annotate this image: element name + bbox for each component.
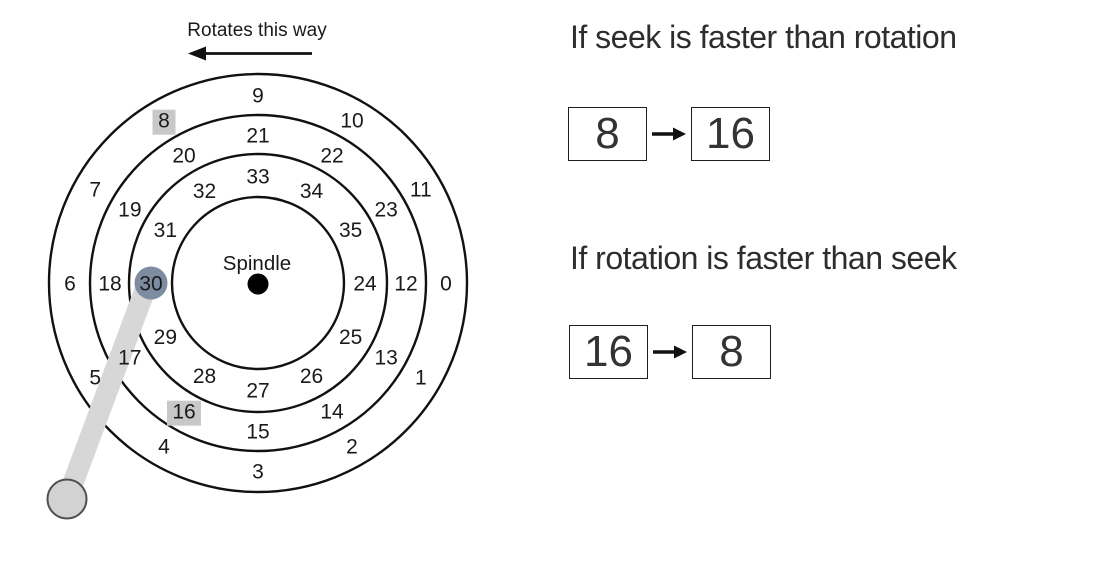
sector-label-13: 13: [374, 347, 397, 370]
case-seek-from-box: 8: [568, 107, 647, 161]
sector-label-26: 26: [300, 365, 323, 388]
case-rotation-transition: 16 8: [569, 325, 771, 379]
sector-label-3: 3: [252, 461, 264, 484]
sector-label-31: 31: [154, 219, 177, 242]
disk-diagram: Rotates this way Spindle 012345678910111…: [46, 20, 469, 520]
case-seek-from-value: 8: [595, 109, 620, 158]
case-rotation-to-value: 8: [719, 327, 744, 376]
track-circle-3: [127, 152, 389, 414]
arrow-right-icon: [647, 125, 691, 143]
sector-label-8: 8: [158, 110, 170, 133]
rotation-direction-label: Rotates this way: [187, 20, 327, 41]
case-rotation-to-box: 8: [692, 325, 771, 379]
sector-label-23: 23: [374, 199, 397, 222]
disk-arm-pivot: [46, 478, 88, 520]
sector-label-0: 0: [440, 273, 452, 296]
sector-label-5: 5: [89, 367, 101, 390]
sector-label-6: 6: [64, 273, 76, 296]
sector-label-25: 25: [339, 326, 362, 349]
hub-circle: [170, 195, 346, 371]
sector-label-4: 4: [158, 435, 170, 458]
disk-arm: [56, 279, 156, 510]
sector-label-22: 22: [320, 144, 343, 167]
sector-label-11: 11: [410, 179, 432, 202]
sector-label-15: 15: [246, 421, 269, 444]
sector-label-28: 28: [193, 365, 216, 388]
sector-label-10: 10: [340, 110, 363, 133]
sector-highlight-square: [167, 400, 201, 426]
sector-label-1: 1: [415, 367, 427, 390]
sector-label-7: 7: [89, 179, 101, 202]
sector-label-9: 9: [252, 85, 264, 108]
sector-highlight-square: [152, 109, 176, 135]
track-circle-2: [88, 113, 428, 453]
sector-label-19: 19: [118, 199, 141, 222]
sector-label-34: 34: [300, 180, 324, 203]
case-seek-transition: 8 16: [568, 107, 770, 161]
case-seek-heading: If seek is faster than rotation: [570, 19, 957, 55]
spindle-label: Spindle: [223, 252, 291, 275]
sector-label-14: 14: [320, 401, 344, 424]
case-rotation-from-value: 16: [584, 327, 633, 376]
sector-label-29: 29: [154, 326, 177, 349]
case-rotation-from-box: 16: [569, 325, 648, 379]
case-seek-to-box: 16: [691, 107, 770, 161]
case-rotation-heading: If rotation is faster than seek: [570, 240, 957, 276]
spindle-dot: [247, 273, 269, 295]
sector-label-17: 17: [118, 347, 141, 370]
sector-label-12: 12: [394, 273, 417, 296]
arrow-right-icon: [648, 343, 692, 361]
sector-labels: 0123456789101112131415161718192021222324…: [64, 85, 452, 484]
sector-label-27: 27: [246, 380, 269, 403]
sector-label-21: 21: [246, 125, 269, 148]
rotation-arrow-head: [188, 46, 206, 61]
sector-label-18: 18: [98, 273, 121, 296]
sector-label-20: 20: [172, 144, 195, 167]
sector-label-24: 24: [353, 273, 377, 296]
sector-label-16: 16: [172, 401, 195, 424]
sector-label-32: 32: [193, 180, 216, 203]
sector-label-33: 33: [246, 166, 269, 189]
sector-label-30: 30: [139, 273, 162, 296]
head-position-highlight: [134, 266, 168, 300]
case-seek-to-value: 16: [706, 109, 755, 158]
sector-label-35: 35: [339, 219, 362, 242]
track-circle-outer: [47, 72, 469, 494]
sector-label-2: 2: [346, 435, 358, 458]
rotation-direction-arrow-icon: [188, 46, 312, 61]
